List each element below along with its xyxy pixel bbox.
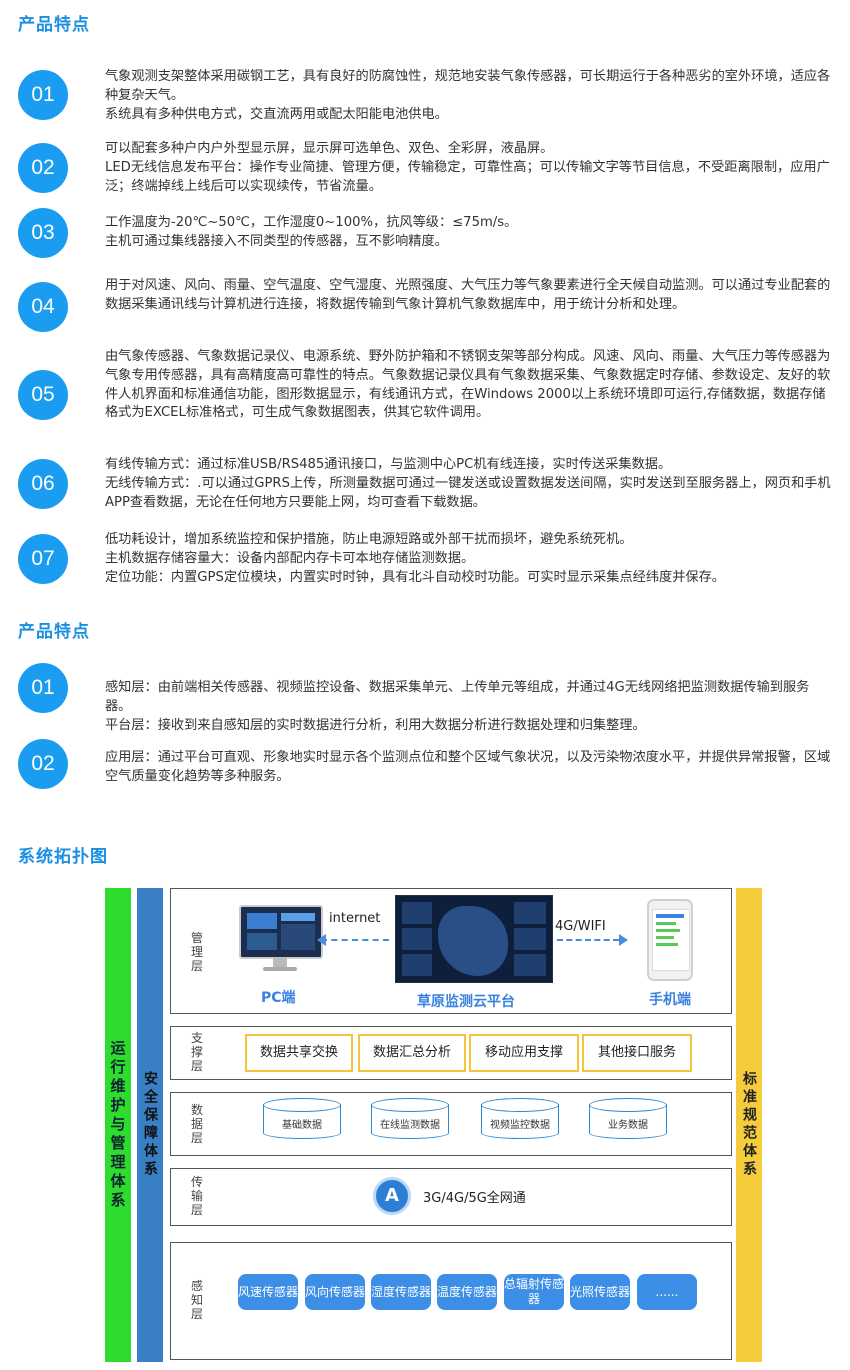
database-business-icon: 业务数据 xyxy=(589,1098,667,1142)
data-layer-name: 数据层 xyxy=(190,1103,203,1145)
feature-text: 由气象传感器、气象数据记录仪、电源系统、野外防护箱和不锈钢支架等部分构成。风速、… xyxy=(105,348,835,423)
phone-label: 手机端 xyxy=(649,992,691,1008)
pc-label: PC端 xyxy=(261,990,296,1006)
feature-text-line: 工作温度为-20℃~50℃，工作湿度0~100%，抗风等级：≤75m/s。 xyxy=(105,215,518,230)
feature-text: 可以配套多种户内户外型显示屏，显示屏可选单色、双色、全彩屏，液晶屏。 LED无线信… xyxy=(105,140,835,196)
layer-desc-text: 应用层：通过平台可直观、形象地实时显示各个监测点位和整个区域气象状况，以及污染物… xyxy=(105,749,835,787)
feature-number-badge: 04 xyxy=(18,282,68,332)
ops-maintenance-bar: 运行维护与管理体系 xyxy=(105,888,131,1362)
database-online-icon: 在线监测数据 xyxy=(371,1098,449,1142)
ops-maintenance-label: 运行维护与管理体系 xyxy=(108,1039,127,1211)
standards-bar: 标准规范体系 xyxy=(736,888,762,1362)
section-title-topology: 系统拓扑图 xyxy=(18,847,108,867)
feature-text: 用于对风速、风向、雨量、空气温度、空气湿度、光照强度、大气压力等气象要素进行全天… xyxy=(105,277,835,315)
cloud-platform-label: 草原监测云平台 xyxy=(417,994,515,1010)
feature-number-badge: 01 xyxy=(18,70,68,120)
sensor-total-radiation: 总辐射传感器 xyxy=(504,1274,564,1310)
database-video-label: 视频监控数据 xyxy=(490,1120,550,1131)
layer-desc-number-badge: 01 xyxy=(18,663,68,713)
sensing-layer-name: 感知层 xyxy=(190,1279,203,1321)
feature-text-line: 可以配套多种户内户外型显示屏，显示屏可选单色、双色、全彩屏，液晶屏。 xyxy=(105,141,554,156)
support-layer-name: 支撑层 xyxy=(190,1031,203,1073)
sensor-wind-direction: 风向传感器 xyxy=(305,1274,365,1310)
sensor-wind-speed: 风速传感器 xyxy=(238,1274,298,1310)
sensing-layer: 感知层 风速传感器 风向传感器 湿度传感器 温度传感器 总辐射传感器 光照传感器… xyxy=(170,1242,732,1360)
transmission-layer-name: 传输层 xyxy=(190,1175,203,1217)
feature-text-line: 有线传输方式：通过标准USB/RS485通讯接口，与监测中心PC机有线连接，实时… xyxy=(105,457,672,472)
feature-number-badge: 06 xyxy=(18,459,68,509)
antenna-icon: A xyxy=(373,1177,411,1215)
standards-label: 标准规范体系 xyxy=(741,1071,757,1179)
pc-monitor-icon xyxy=(239,905,323,975)
feature-text-line: 无线传输方式：.可以通过GPRS上传，所测量数据可通过一键发送或设置数据发送间隔… xyxy=(105,475,831,510)
feature-text-line: 主机可通过集线器接入不同类型的传感器，互不影响精度。 xyxy=(105,233,448,249)
database-basic-label: 基础数据 xyxy=(282,1120,322,1131)
support-box-4: 其他接口服务 xyxy=(582,1034,692,1072)
data-layer: 数据层 基础数据 在线监测数据 视频监控数据 业务数据 xyxy=(170,1092,732,1156)
sensor-temperature: 温度传感器 xyxy=(437,1274,497,1310)
feature-text-line: 由气象传感器、气象数据记录仪、电源系统、野外防护箱和不锈钢支架等部分构成。风速、… xyxy=(105,349,831,421)
sensor-more: ...... xyxy=(637,1274,697,1310)
support-box-2: 数据汇总分析 xyxy=(358,1034,466,1072)
transmission-layer: 传输层 A 3G/4G/5G全网通 xyxy=(170,1168,732,1226)
network-label: 3G/4G/5G全网通 xyxy=(423,1191,526,1206)
feature-text-line: 气象观测支架整体采用碳钢工艺，具有良好的防腐蚀性，规范地安装气象传感器，可长期运… xyxy=(105,69,831,103)
feature-text-line: LED无线信息发布平台：操作专业简捷、管理方便，传输稳定，可靠性高；可以传输文字… xyxy=(105,159,830,194)
feature-text-line: 主机数据存储容量大：设备内部配内存卡可本地存储监测数据。 xyxy=(105,550,475,566)
database-basic-icon: 基础数据 xyxy=(263,1098,341,1142)
cloud-dashboard-image xyxy=(395,895,553,983)
arrow-right-icon xyxy=(557,939,619,941)
feature-text: 气象观测支架整体采用碳钢工艺，具有良好的防腐蚀性，规范地安装气象传感器，可长期运… xyxy=(105,68,835,124)
layer-desc-text-line: 应用层：通过平台可直观、形象地实时显示各个监测点位和整个区域气象状况，以及污染物… xyxy=(105,750,831,784)
management-layer: 管理层 PC端 internet 草原监测云平台 xyxy=(170,888,732,1014)
layer-desc-number-badge: 02 xyxy=(18,739,68,789)
feature-text-line: 低功耗设计，增加系统监控和保护措施，防止电源短路或外部干扰而损坏，避免系统死机。 xyxy=(105,532,633,547)
phone-icon xyxy=(647,899,693,981)
support-box-3: 移动应用支撑 xyxy=(469,1034,579,1072)
feature-number-badge: 02 xyxy=(18,143,68,193)
database-business-label: 业务数据 xyxy=(608,1120,648,1131)
security-bar: 安全保障体系 xyxy=(137,888,163,1362)
arrow-left-icon xyxy=(321,939,389,941)
layer-desc-text-line: 平台层：接收到来自感知层的实时数据进行分析，利用大数据分析进行数据处理和归集整理… xyxy=(105,717,646,733)
feature-number-badge: 05 xyxy=(18,370,68,420)
management-layer-name: 管理层 xyxy=(190,931,203,973)
wifi-label: 4G/WIFI xyxy=(555,919,606,934)
arrow-left-head-icon xyxy=(317,934,326,946)
arrow-right-head-icon xyxy=(619,934,628,946)
support-box-1: 数据共享交换 xyxy=(245,1034,353,1072)
internet-label: internet xyxy=(329,911,381,926)
layer-desc-text: 感知层：由前端相关传感器、视频监控设备、数据采集单元、上传单元等组成，并通过4G… xyxy=(105,679,835,735)
section-title-features-2: 产品特点 xyxy=(18,622,90,642)
feature-text-line: 用于对风速、风向、雨量、空气温度、空气湿度、光照强度、大气压力等气象要素进行全天… xyxy=(105,278,831,312)
feature-text: 工作温度为-20℃~50℃，工作湿度0~100%，抗风等级：≤75m/s。主机可… xyxy=(105,214,835,252)
feature-number-badge: 07 xyxy=(18,534,68,584)
layer-desc-text-line: 感知层：由前端相关传感器、视频监控设备、数据采集单元、上传单元等组成，并通过4G… xyxy=(105,680,810,714)
database-online-label: 在线监测数据 xyxy=(380,1120,440,1131)
feature-text-line: 系统具有多种供电方式，交直流两用或配太阳能电池供电。 xyxy=(105,106,448,122)
sensor-humidity: 湿度传感器 xyxy=(371,1274,431,1310)
feature-text: 低功耗设计，增加系统监控和保护措施，防止电源短路或外部干扰而损坏，避免系统死机。… xyxy=(105,531,835,587)
security-label: 安全保障体系 xyxy=(142,1071,158,1179)
feature-text: 有线传输方式：通过标准USB/RS485通讯接口，与监测中心PC机有线连接，实时… xyxy=(105,456,835,512)
database-video-icon: 视频监控数据 xyxy=(481,1098,559,1142)
sensor-light: 光照传感器 xyxy=(570,1274,630,1310)
feature-text-line: 定位功能：内置GPS定位模块，内置实时时钟，具有北斗自动校时功能。可实时显示采集… xyxy=(105,569,725,585)
topology-diagram: 运行维护与管理体系 安全保障体系 标准规范体系 管理层 PC端 internet xyxy=(0,880,850,1370)
feature-number-badge: 03 xyxy=(18,208,68,258)
section-title-features: 产品特点 xyxy=(18,15,90,35)
support-layer: 支撑层 数据共享交换 数据汇总分析 移动应用支撑 其他接口服务 xyxy=(170,1026,732,1080)
